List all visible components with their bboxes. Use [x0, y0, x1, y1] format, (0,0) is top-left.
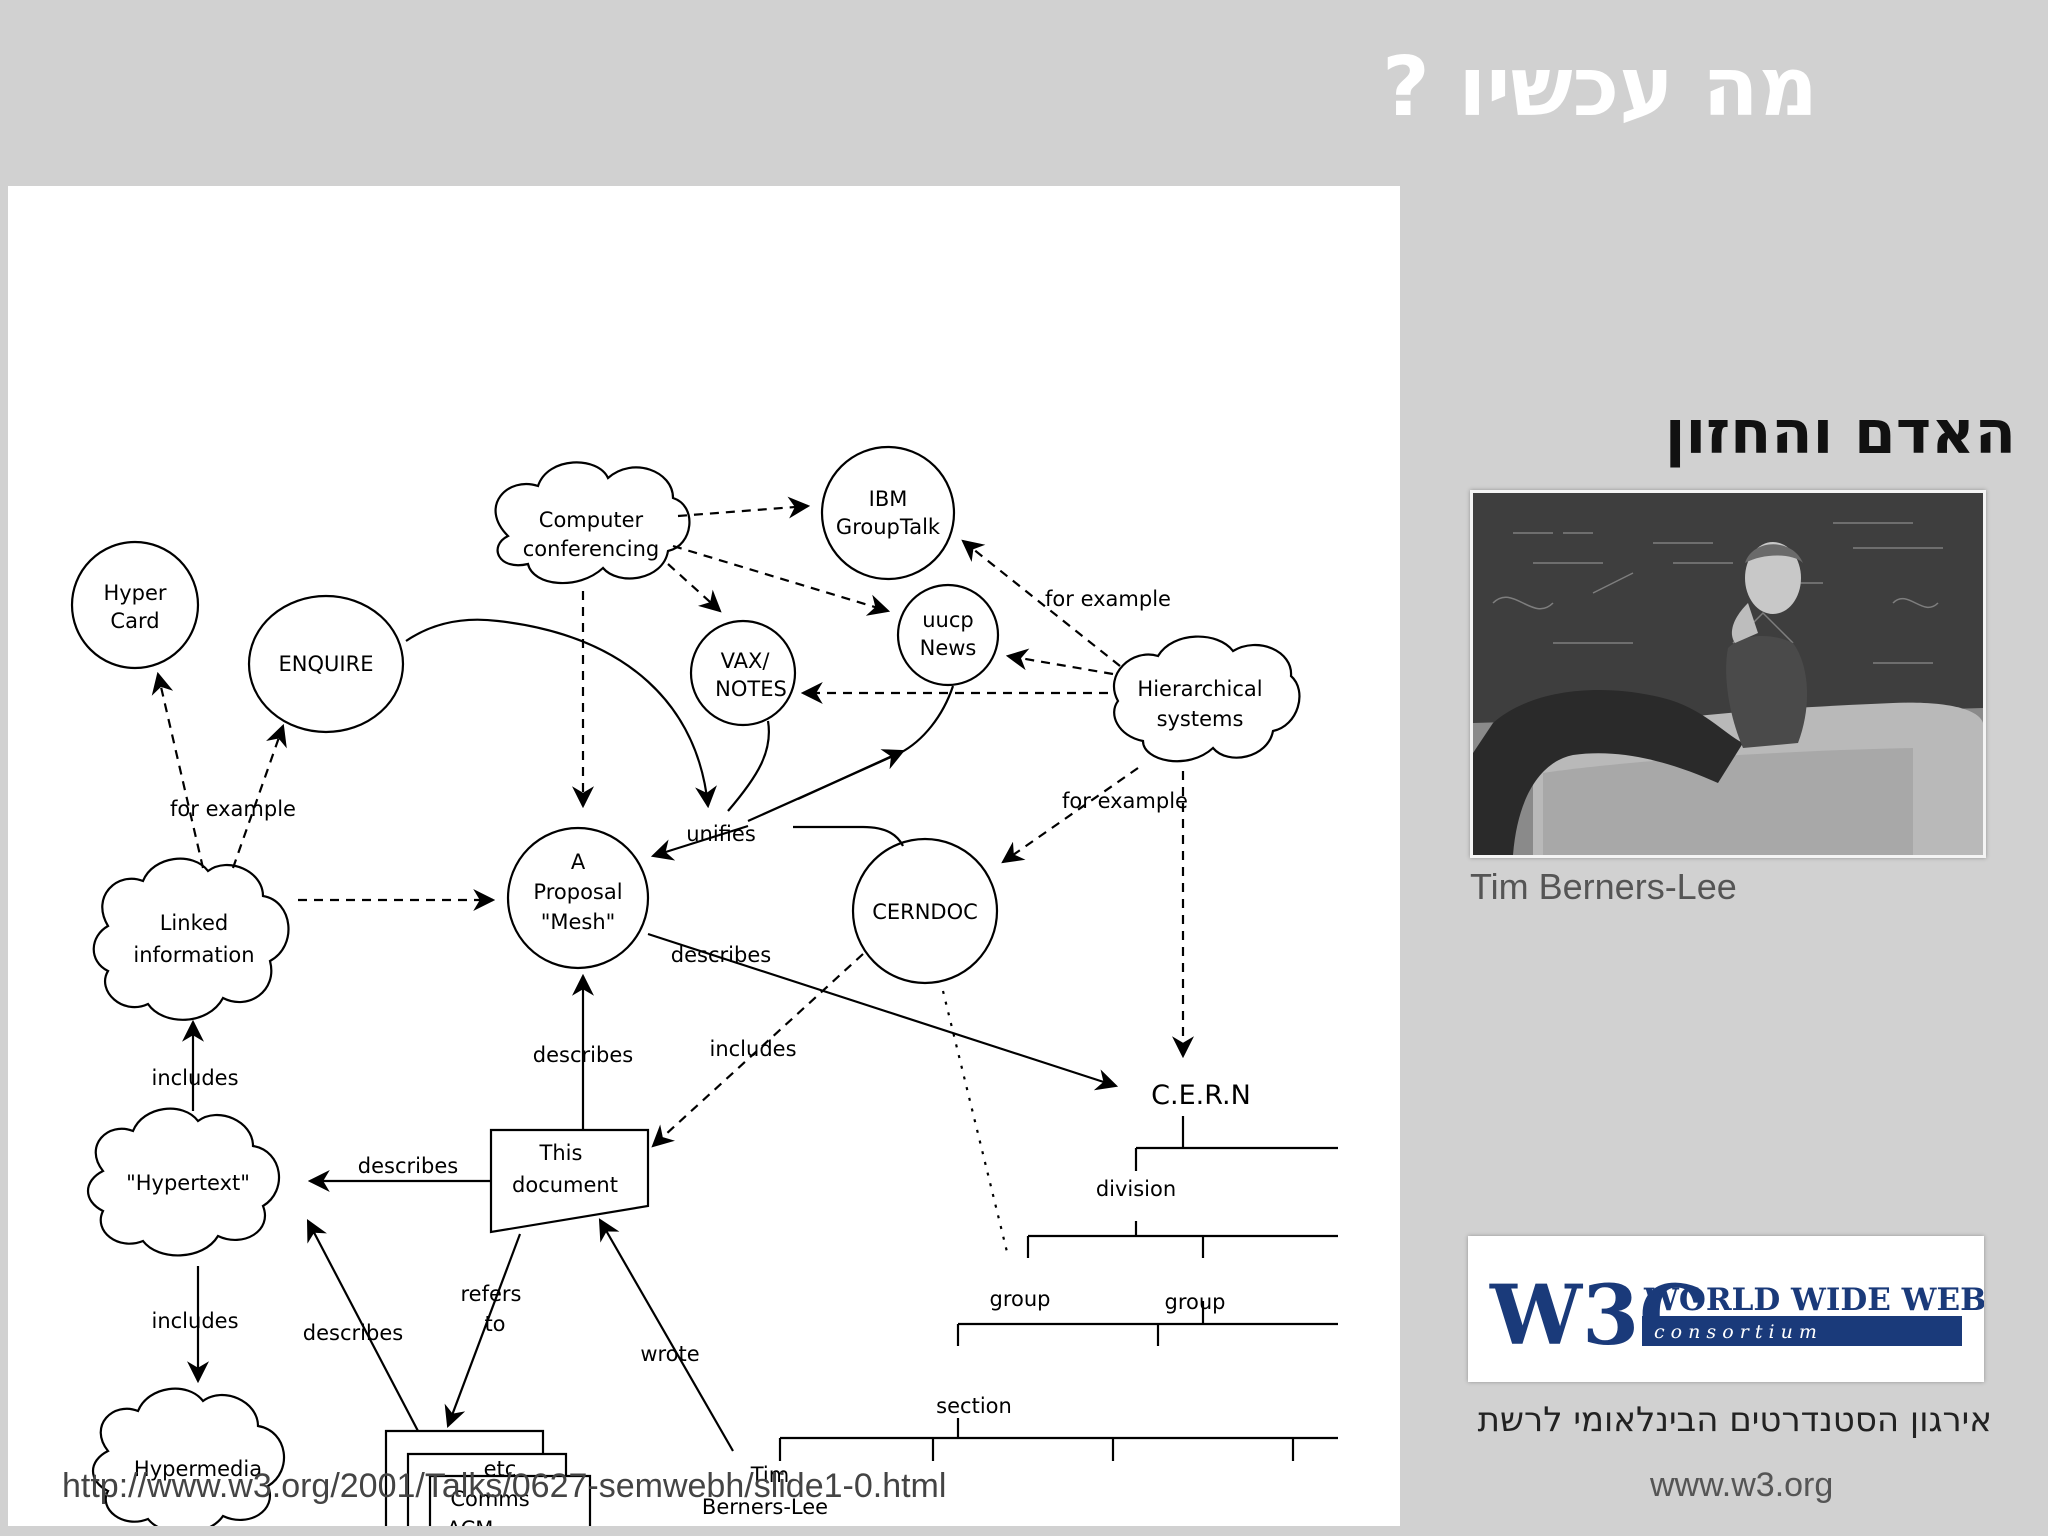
- edge-cc-uucp: [672, 544, 891, 616]
- edge-mesh-cern: [647, 932, 1119, 1091]
- label-vax-notes: VAX/NOTES: [715, 649, 787, 701]
- edge-linked-hypercard: [151, 671, 205, 869]
- w3c-site-link[interactable]: www.w3.org: [1650, 1466, 1834, 1504]
- edge-label-unifies: unifies: [686, 822, 756, 846]
- node-mesh: [506, 826, 650, 970]
- node-enquire: [247, 594, 405, 734]
- w3c-line-2: c o n s o r t i u m: [1654, 1321, 1817, 1343]
- edge-cc-vax: [667, 563, 722, 613]
- w3c-logo[interactable]: W3C WORLD WIDE WEB c o n s o r t i u m: [1468, 1236, 1986, 1382]
- edge-cc-ibm: [677, 496, 811, 519]
- label-hypermedia: Hypermedia: [134, 1457, 262, 1481]
- slide-title: מה עכשיו ?: [1382, 40, 1818, 135]
- edge-unifies-arrow: [797, 749, 906, 801]
- edge-cerndoc-group: [941, 990, 1010, 1257]
- w3c-org-name: אירגון הסטנדרטים הבינלאומי לרשת: [1477, 1400, 1992, 1440]
- edge-unifies-enquire: [405, 618, 717, 809]
- edge-label-describes-doc: describes: [533, 1043, 633, 1067]
- cloud-hypermedia: [92, 1387, 286, 1526]
- edge-label-describes-hypertext: describes: [358, 1154, 458, 1178]
- edge-unifies-uucp: [747, 685, 955, 823]
- tree-label-division: division: [1096, 1177, 1176, 1201]
- tree-label-group-1: group: [990, 1287, 1051, 1311]
- node-vax-notes: [689, 619, 797, 727]
- node-cerndoc: [851, 837, 999, 985]
- tim-berners-lee-photo: [1470, 490, 1986, 858]
- cloud-hypertext: [87, 1107, 281, 1257]
- label-comms-acm: CommsACM: [447, 1487, 530, 1526]
- edge-tbl-doc: [598, 1218, 734, 1452]
- edge-hier-uucp: [1005, 648, 1114, 676]
- cloud-hierarchical-systems: [1112, 635, 1301, 763]
- label-etc: etc: [484, 1457, 517, 1481]
- edge-label-for-example-right: for example: [1062, 789, 1188, 813]
- source-url[interactable]: http://www.w3.org/2001/Talks/0627-semweb…: [62, 1467, 947, 1505]
- w3c-line-1: WORLD WIDE WEB: [1643, 1282, 1984, 1318]
- cern-org-tree: [778, 1116, 1338, 1461]
- label-hypertext: "Hypertext": [126, 1171, 250, 1195]
- label-cern: C.E.R.N: [1151, 1080, 1251, 1111]
- tree-label-group-2: group: [1165, 1290, 1226, 1314]
- node-hypercard: [70, 540, 200, 670]
- label-enquire: ENQUIRE: [279, 652, 374, 676]
- edge-hier-cerndoc: [1001, 767, 1139, 864]
- node-this-document: [489, 1128, 650, 1234]
- edge-unifies-cerndoc: [793, 825, 904, 847]
- edge-label-includes-up: includes: [151, 1066, 238, 1090]
- edge-unifies-vax: [727, 720, 770, 812]
- tree-label-section: section: [936, 1394, 1012, 1418]
- node-uucp-news: [896, 583, 1000, 687]
- photo-caption: Tim Berners-Lee: [1470, 866, 1737, 907]
- node-paper-comms: [428, 1474, 592, 1526]
- edge-label-for-example-left: for example: [170, 797, 296, 821]
- edge-label-includes-cerndoc: includes: [709, 1037, 796, 1061]
- edge-label-describes-left: describes: [303, 1321, 403, 1345]
- cloud-computer-conferencing: [494, 461, 691, 585]
- edge-label-includes-down: includes: [151, 1309, 238, 1333]
- edge-label-wrote: wrote: [640, 1342, 699, 1366]
- edge-label-for-example-top: for example: [1045, 587, 1171, 611]
- edge-hier-ibm: [961, 539, 1121, 667]
- edge-papers-hypertext: [306, 1219, 419, 1432]
- sidebar-heading: האדם והחזון: [1664, 398, 2016, 468]
- edge-label-describes-mesh: describes: [671, 943, 771, 967]
- node-ibm-grouptalk: [820, 445, 956, 581]
- edge-doc-papers: [444, 1233, 522, 1429]
- cloud-linked-information: [92, 857, 290, 1021]
- label-cerndoc: CERNDOC: [872, 900, 978, 924]
- edge-unifies-mesh: [650, 824, 749, 861]
